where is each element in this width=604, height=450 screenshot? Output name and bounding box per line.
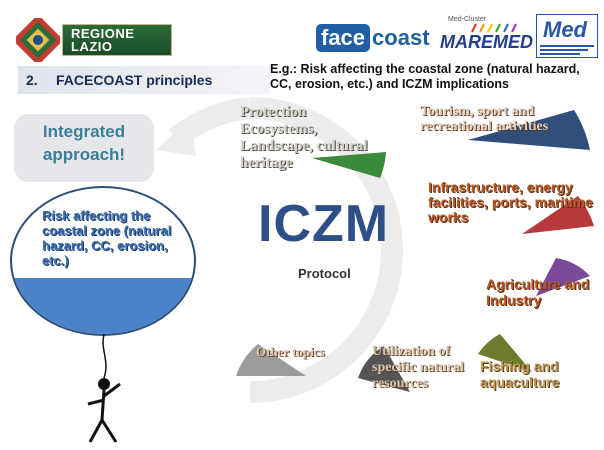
maremed-cluster: Med-Cluster (448, 16, 487, 23)
cycle-arrowhead (156, 118, 196, 156)
maremed-sails-icon (471, 23, 517, 33)
topic-infrastructure: Infrastructure, energy facilities, ports… (428, 179, 593, 225)
risk-label: Risk affecting the coastal zone (natural… (42, 208, 172, 268)
other-wedge (236, 344, 306, 376)
stick-figure-icon (87, 333, 121, 443)
lazio-label: REGIONE LAZIO (71, 26, 135, 54)
protection-wedge (312, 152, 386, 178)
integrated-approach-box: Integrated approach! (14, 114, 154, 182)
med-programme-logo: Med (536, 14, 598, 58)
topic-fishing: Fishing and aquaculture (480, 358, 560, 390)
regione-lazio-logo: REGIONE LAZIO (16, 18, 174, 62)
topic-agriculture: Agriculture and Industry (486, 276, 590, 308)
facecoast-face: face (316, 24, 371, 52)
topic-protection: Protection Ecosystems, Landscape, cultur… (240, 104, 368, 171)
topic-tourism: Tourism, sport and recreational activiti… (420, 104, 549, 134)
lazio-name-plate: REGIONE LAZIO (62, 24, 172, 56)
iczm-title: ICZM (258, 195, 390, 253)
risk-balloon: Risk affecting the coastal zone (natural… (10, 186, 196, 336)
protocol-label: Protocol (298, 266, 351, 281)
example-caption: E.g.: Risk affecting the coastal zone (n… (270, 62, 580, 91)
med-name: Med (543, 17, 587, 42)
section-title-band: 2. FACECOAST principles (18, 66, 270, 94)
cycle-arrow (249, 97, 403, 403)
maremed-name: MAREMED (440, 32, 533, 52)
maremed-logo: Med-Cluster MAREMED (440, 16, 533, 56)
utilization-wedge (358, 346, 410, 392)
topic-utilization: Utilization of specific natural resource… (372, 344, 465, 391)
risk-balloon-fill (12, 278, 194, 334)
med-tagline-bars (540, 45, 594, 55)
integrated-approach-label: Integrated approach! (42, 122, 126, 164)
infrastructure-wedge (522, 196, 594, 234)
agriculture-wedge (536, 258, 590, 296)
section-number: 2. (26, 72, 38, 88)
fishing-wedge (478, 334, 532, 372)
facecoast-coast: coast (372, 25, 430, 50)
section-title: FACECOAST principles (56, 72, 213, 88)
lazio-emblem-icon (16, 18, 60, 62)
tourism-wedge (468, 110, 590, 150)
topic-other: Other topics (256, 344, 325, 359)
